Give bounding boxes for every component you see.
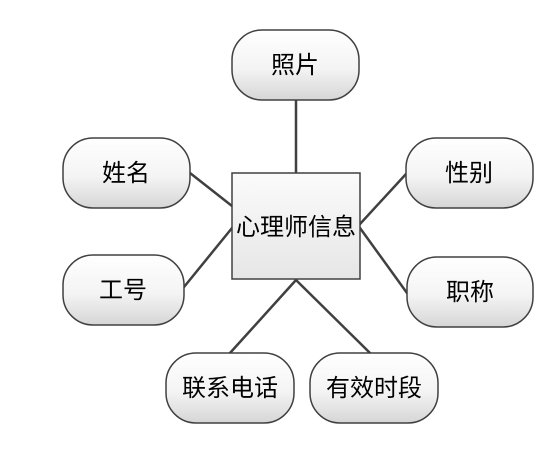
attribute-label-name: 姓名 [102, 159, 150, 187]
connector-title [358, 226, 409, 295]
connector-gender [358, 172, 408, 226]
attribute-node-jobno: 工号 [62, 254, 185, 326]
connector-period [294, 278, 372, 355]
attribute-label-photo: 照片 [271, 51, 319, 79]
attribute-node-photo: 照片 [231, 29, 360, 101]
connector-jobno [182, 226, 234, 289]
entity-label: 心理师信息 [236, 213, 356, 241]
attribute-label-phone: 联系电话 [182, 374, 278, 402]
attribute-node-gender: 性别 [405, 137, 534, 209]
attribute-label-period: 有效时段 [326, 374, 422, 402]
connector-phone [228, 278, 298, 355]
attribute-node-name: 姓名 [62, 137, 191, 209]
attribute-node-phone: 联系电话 [165, 352, 295, 424]
attribute-label-jobno: 工号 [99, 276, 147, 304]
entity-node: 心理师信息 [231, 172, 361, 280]
attribute-node-title: 职称 [406, 256, 534, 328]
attribute-node-period: 有效时段 [309, 352, 439, 424]
attribute-label-gender: 性别 [445, 159, 493, 187]
attribute-label-title: 职称 [446, 278, 494, 306]
connector-name [188, 171, 234, 208]
